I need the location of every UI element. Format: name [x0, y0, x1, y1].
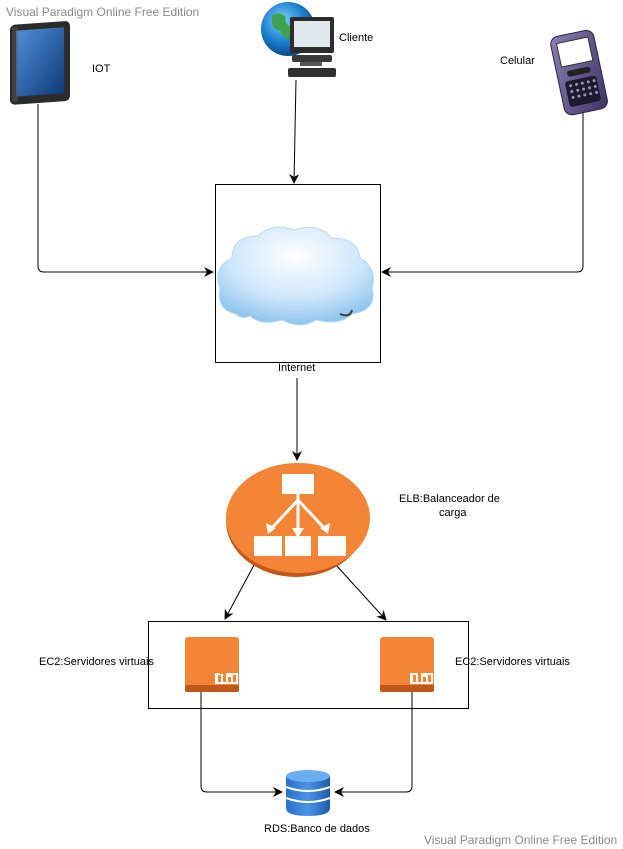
iot-label: IOT [92, 63, 111, 75]
edge-ec2-right-rds [334, 692, 413, 797]
edge-celular-internet [381, 112, 584, 277]
ec2-instance-icon [380, 637, 434, 692]
rds-label: RDS:Banco de dados [264, 823, 370, 835]
internet-label: Internet [278, 362, 316, 374]
ec2-left-label: EC2:Servidores virtuais [39, 656, 154, 668]
elb-label-line2: carga [439, 507, 467, 519]
elb-label-line1: ELB:Balanceador de [399, 493, 500, 505]
watermark-top: Visual Paradigm Online Free Edition [6, 5, 200, 19]
desktop-globe-icon [261, 2, 336, 77]
edge-ec2-left-rds [200, 692, 283, 797]
watermark-bottom: Visual Paradigm Online Free Edition [424, 833, 618, 847]
cloud-icon [217, 226, 374, 326]
smartphone-icon [550, 29, 608, 116]
edge-elb-ec2-right [335, 564, 387, 621]
tablet-icon [10, 21, 70, 105]
load-balancer-icon [226, 463, 370, 577]
ec2-right-label: EC2:Servidores virtuais [455, 656, 570, 668]
internet-box [215, 184, 381, 363]
database-icon [285, 770, 331, 816]
edge-elb-ec2-left [224, 564, 255, 620]
ec2-group-box [148, 621, 469, 709]
connectors [37, 79, 584, 797]
ec2-instance-icon [185, 637, 239, 692]
edge-iot-internet [37, 104, 214, 277]
celular-label: Celular [500, 55, 535, 67]
edge-cliente-internet [289, 79, 300, 184]
cliente-label: Cliente [339, 32, 374, 44]
